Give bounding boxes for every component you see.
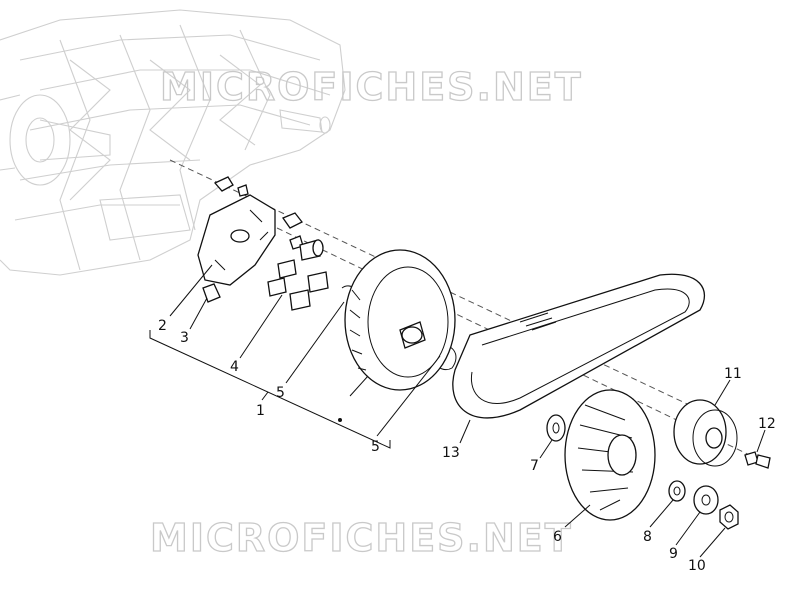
callout-5-lower: 5 bbox=[371, 439, 380, 455]
washer-small bbox=[668, 480, 686, 502]
callout-1: 1 bbox=[256, 403, 265, 419]
callout-2: 2 bbox=[158, 318, 167, 334]
hex-nut bbox=[719, 504, 739, 530]
callout-3: 3 bbox=[180, 330, 189, 346]
callout-10: 10 bbox=[688, 558, 706, 574]
callout-7: 7 bbox=[530, 458, 539, 474]
fixed-pulley-fan bbox=[564, 389, 656, 521]
v-belt bbox=[452, 273, 705, 419]
watermark-bottom: MICROFICHES.NET bbox=[150, 516, 573, 560]
spacer-washer bbox=[693, 485, 719, 515]
callout-11: 11 bbox=[724, 366, 742, 382]
callout-8: 8 bbox=[643, 529, 652, 545]
ramp-plate bbox=[197, 194, 276, 286]
engine-crankcase-ghost bbox=[0, 9, 346, 276]
movable-pulley-half bbox=[344, 249, 456, 391]
callout-4: 4 bbox=[230, 359, 239, 375]
watermark-top: MICROFICHES.NET bbox=[160, 65, 583, 109]
slider-clips bbox=[213, 176, 304, 250]
leader-lines bbox=[169, 264, 766, 558]
callout-6: 6 bbox=[553, 529, 562, 545]
callout-9: 9 bbox=[669, 546, 678, 562]
bolt bbox=[744, 451, 771, 469]
rollers bbox=[267, 239, 329, 311]
callout-5-upper: 5 bbox=[276, 385, 285, 401]
group-bracket bbox=[149, 330, 391, 449]
slider-block bbox=[202, 283, 221, 303]
callout-12: 12 bbox=[758, 416, 776, 432]
callout-13: 13 bbox=[442, 445, 460, 461]
washer-large bbox=[546, 414, 566, 442]
idler-roller bbox=[673, 399, 738, 467]
